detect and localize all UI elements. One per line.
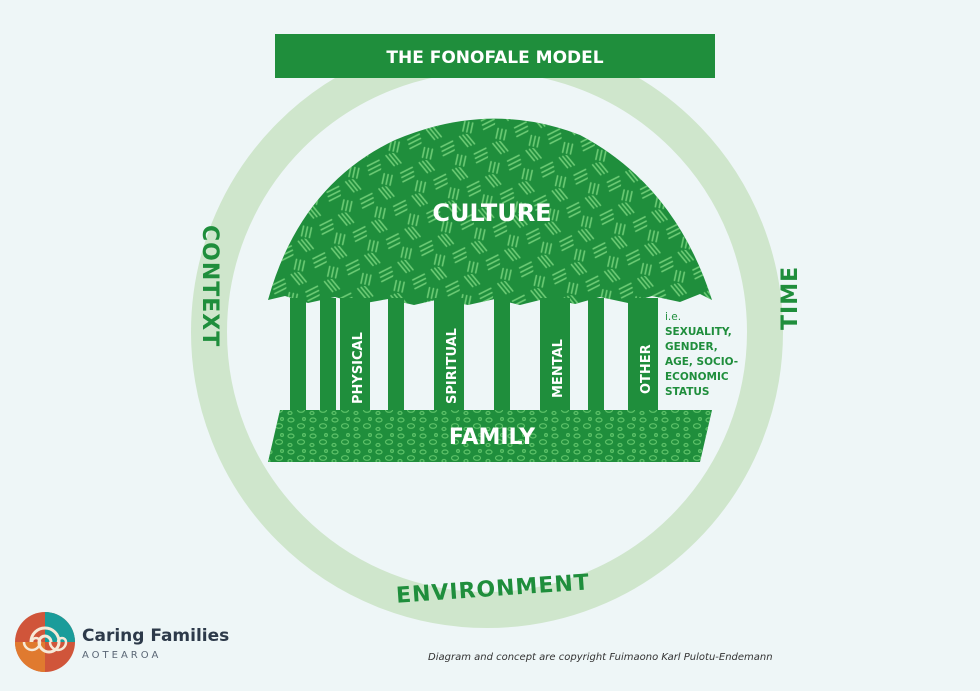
post-bar: [540, 298, 570, 410]
posts-group: [290, 298, 658, 410]
post-bar: [340, 298, 370, 410]
roof-texture: [268, 118, 712, 305]
post-bar: [320, 298, 336, 410]
brand-name: Caring Families: [82, 626, 230, 646]
copyright-note: Diagram and concept are copyright Fuimao…: [428, 652, 773, 663]
post-bar: [494, 298, 510, 410]
roof-label: CULTURE: [432, 199, 551, 227]
other-note-line: AGE, SOCIO-: [665, 356, 738, 368]
other-note-line: STATUS: [665, 386, 709, 398]
post-label-other: OTHER: [639, 344, 654, 394]
title-text: THE FONOFALE MODEL: [386, 48, 603, 68]
post-label-mental: MENTAL: [551, 339, 566, 398]
post-bar: [434, 298, 464, 410]
post-bar: [290, 298, 306, 410]
post-label-spiritual: SPIRITUAL: [445, 328, 460, 404]
other-note-line: i.e.: [665, 311, 681, 323]
post-bar: [588, 298, 604, 410]
ring-label-context: CONTEXT: [197, 225, 222, 347]
floor-texture: [268, 410, 712, 462]
caring-families-logo-icon: [15, 612, 75, 672]
post-bar: [388, 298, 404, 410]
brand: Caring Families AOTEAROA: [14, 608, 254, 678]
brand-subtitle: AOTEAROA: [82, 650, 162, 661]
ring-label-time: TIME: [778, 266, 803, 330]
other-note: i.e. SEXUALITY, GENDER, AGE, SOCIO- ECON…: [665, 311, 738, 398]
other-note-line: GENDER,: [665, 341, 718, 353]
post-bar: [628, 298, 658, 410]
floor-label: FAMILY: [449, 425, 536, 450]
other-note-line: SEXUALITY,: [665, 326, 732, 338]
post-label-physical: PHYSICAL: [351, 332, 366, 404]
other-note-line: ECONOMIC: [665, 371, 729, 383]
title-banner: [275, 34, 715, 78]
